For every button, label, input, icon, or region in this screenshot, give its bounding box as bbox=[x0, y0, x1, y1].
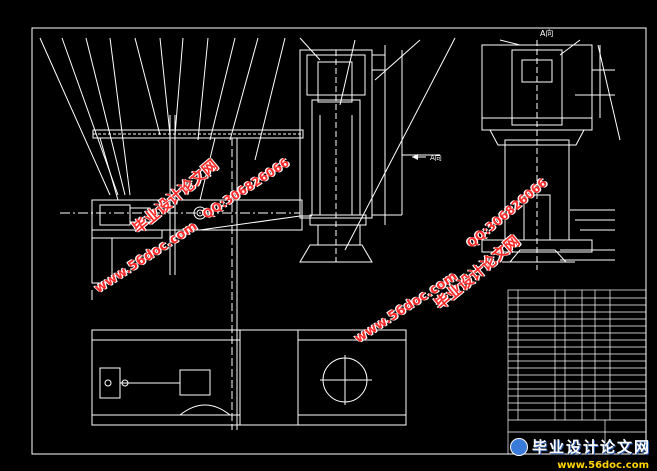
footer-brand: 毕业设计论文网 bbox=[531, 438, 651, 456]
view-label-a-arrow: A向 bbox=[430, 153, 442, 162]
side-view-a bbox=[481, 39, 621, 270]
plan-view bbox=[91, 329, 407, 426]
footer-logo: 毕业设计论文网 bbox=[509, 436, 651, 457]
title-block bbox=[507, 289, 647, 455]
view-label-a: A向 bbox=[540, 28, 553, 38]
logo-badge-icon bbox=[509, 437, 528, 456]
main-view bbox=[39, 37, 456, 430]
drawing-border bbox=[31, 27, 647, 455]
footer-url: www.56doc.com bbox=[557, 460, 649, 471]
view-arrowhead bbox=[412, 154, 418, 160]
